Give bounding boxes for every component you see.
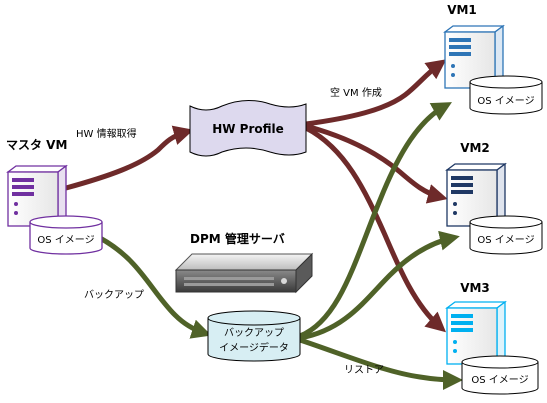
create-vm1-arrow bbox=[305, 59, 447, 127]
vm2: VM2 OS イメージ bbox=[445, 141, 543, 255]
backup-disk-icon: バックアップ イメージデータ bbox=[207, 310, 301, 362]
dpm-server: DPM 管理サーバ バックアップ イメージデータ bbox=[174, 231, 314, 362]
vm1: VM1 OS イメージ bbox=[443, 3, 543, 115]
create-vm2-arrow bbox=[305, 123, 448, 204]
vm1-server-icon bbox=[443, 24, 505, 90]
hw-profile-shape bbox=[189, 100, 307, 157]
hw-profile-label: HW Profile bbox=[212, 122, 284, 136]
vm1-disk-label: OS イメージ bbox=[477, 96, 534, 107]
vm1-title: VM1 bbox=[447, 3, 477, 17]
vm2-server-icon bbox=[445, 162, 507, 228]
master-disk-label: OS イメージ bbox=[37, 235, 94, 246]
restore-vm2-arrow bbox=[299, 230, 460, 341]
vm2-disk-icon: OS イメージ bbox=[469, 215, 543, 255]
create-vm-label: 空 VM 作成 bbox=[330, 86, 382, 99]
restore-vm3-arrow bbox=[299, 337, 463, 390]
backup-disk-label-1: バックアップ bbox=[224, 327, 284, 339]
hw-info-arrow bbox=[65, 125, 194, 191]
vm3-disk-label: OS イメージ bbox=[471, 375, 528, 386]
vm2-disk-label: OS イメージ bbox=[477, 235, 534, 246]
vm3: VM3 OS イメージ bbox=[445, 281, 539, 395]
hw-profile-node: HW Profile bbox=[189, 100, 307, 157]
backup-disk-label-2: イメージデータ bbox=[219, 341, 289, 354]
create-vm3-arrow bbox=[304, 125, 447, 333]
hw-info-label: HW 情報取得 bbox=[76, 127, 137, 140]
backup-label: バックアップ bbox=[84, 289, 144, 301]
master-vm: マスタ VM OS イメージ bbox=[6, 138, 103, 255]
dpm-server-title: DPM 管理サーバ bbox=[190, 231, 285, 246]
master-vm-title: マスタ VM bbox=[6, 138, 67, 152]
restore-label: リストア bbox=[344, 365, 384, 376]
restore-vm1-arrow bbox=[299, 102, 452, 339]
vm1-disk-icon: OS イメージ bbox=[469, 75, 543, 115]
master-disk-icon: OS イメージ bbox=[29, 215, 103, 255]
rack-server-icon bbox=[174, 252, 314, 294]
vm3-server-icon bbox=[445, 300, 507, 366]
vm2-title: VM2 bbox=[460, 141, 490, 155]
vm3-disk-icon: OS イメージ bbox=[461, 355, 539, 395]
backup-arrow bbox=[98, 235, 212, 339]
vm3-title: VM3 bbox=[460, 281, 490, 295]
